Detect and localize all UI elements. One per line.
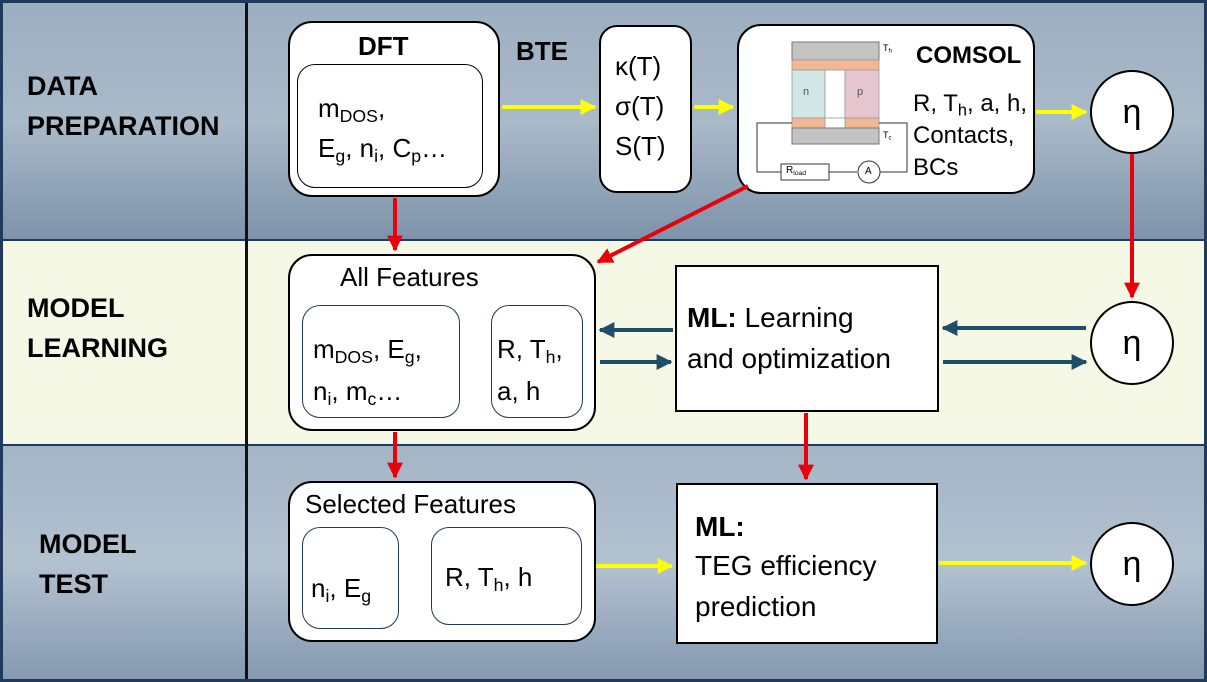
comsol-line3: BCs bbox=[913, 154, 959, 181]
device-n-leg: n bbox=[803, 86, 810, 98]
ml-prediction-title: ML: bbox=[695, 511, 745, 542]
all-features-material-line2: ni, mc… bbox=[313, 376, 403, 409]
all-features-material-line1: mDOS, Eg, bbox=[313, 334, 422, 367]
eta-circle-prep: η bbox=[1090, 70, 1174, 154]
teg-device-diagram bbox=[756, 41, 908, 184]
selected-features-device-box: R, Th, h bbox=[431, 527, 582, 625]
sigma-label: σ(T) bbox=[615, 91, 665, 121]
ml-learning-box: ML: Learning and optimization bbox=[675, 265, 939, 412]
ml-prediction-line2: TEG efficiency bbox=[695, 550, 877, 581]
eta-circle-test: η bbox=[1090, 522, 1174, 606]
dft-line1: mDOS, bbox=[318, 93, 386, 126]
selected-features-material-text: ni, Eg bbox=[311, 573, 372, 606]
kappa-label: κ(T) bbox=[615, 51, 662, 81]
comsol-line2: Contacts, bbox=[913, 122, 1015, 149]
device-ammeter-label: A bbox=[865, 166, 872, 177]
dft-title: DFT bbox=[358, 31, 409, 61]
comsol-box: COMSOL R, Th, a, h, Contacts, BCs Th Tc … bbox=[737, 24, 1035, 194]
selected-features-material-box: ni, Eg bbox=[302, 527, 399, 629]
comsol-title: COMSOL bbox=[916, 42, 1022, 69]
stage-label-model-learning: MODEL LEARNING bbox=[27, 293, 168, 363]
ml-learning-line2: and optimization bbox=[687, 343, 891, 374]
selected-features-title: Selected Features bbox=[305, 489, 517, 519]
all-features-title: All Features bbox=[340, 262, 479, 292]
bte-label: BTE bbox=[516, 36, 568, 66]
band-model-test bbox=[3, 446, 1204, 679]
seebeck-label: S(T) bbox=[615, 131, 666, 161]
ml-prediction-box: ML: TEG efficiency prediction bbox=[676, 483, 938, 644]
dft-box: DFT mDOS, Eg, ni, Cp… bbox=[288, 21, 500, 197]
device-th-label: Th bbox=[883, 43, 892, 55]
all-features-box: All Features mDOS, Eg, ni, mc… R, Th, a,… bbox=[288, 254, 596, 431]
stage-divider bbox=[245, 3, 248, 679]
all-features-device-line1: R, Th, bbox=[497, 334, 563, 367]
all-features-material-box: mDOS, Eg, ni, mc… bbox=[302, 305, 460, 418]
ml-prediction-line3: prediction bbox=[695, 591, 817, 622]
all-features-device-line2: a, h bbox=[497, 376, 541, 406]
band-model-learning bbox=[3, 239, 1204, 446]
dft-inner-box: mDOS, Eg, ni, Cp… bbox=[297, 64, 483, 188]
stage-label-data-preparation: DATA PREPARATION bbox=[27, 71, 220, 141]
all-features-device-box: R, Th, a, h bbox=[491, 305, 583, 418]
transport-box: κ(T) σ(T) S(T) bbox=[599, 25, 692, 193]
stage-label-model-test: MODEL TEST bbox=[39, 529, 137, 599]
device-tc-label: Tc bbox=[883, 130, 892, 142]
ml-learning-line1: ML: Learning bbox=[687, 302, 854, 333]
dft-line2: Eg, ni, Cp… bbox=[318, 133, 448, 166]
device-p-leg: p bbox=[857, 86, 864, 98]
selected-features-device-text: R, Th, h bbox=[445, 562, 533, 595]
eta-circle-learn: η bbox=[1090, 301, 1174, 385]
comsol-line1: R, Th, a, h, bbox=[913, 90, 1028, 120]
selected-features-box: Selected Features ni, Eg R, Th, h bbox=[288, 481, 596, 642]
device-rload-label: Rload bbox=[786, 165, 807, 177]
